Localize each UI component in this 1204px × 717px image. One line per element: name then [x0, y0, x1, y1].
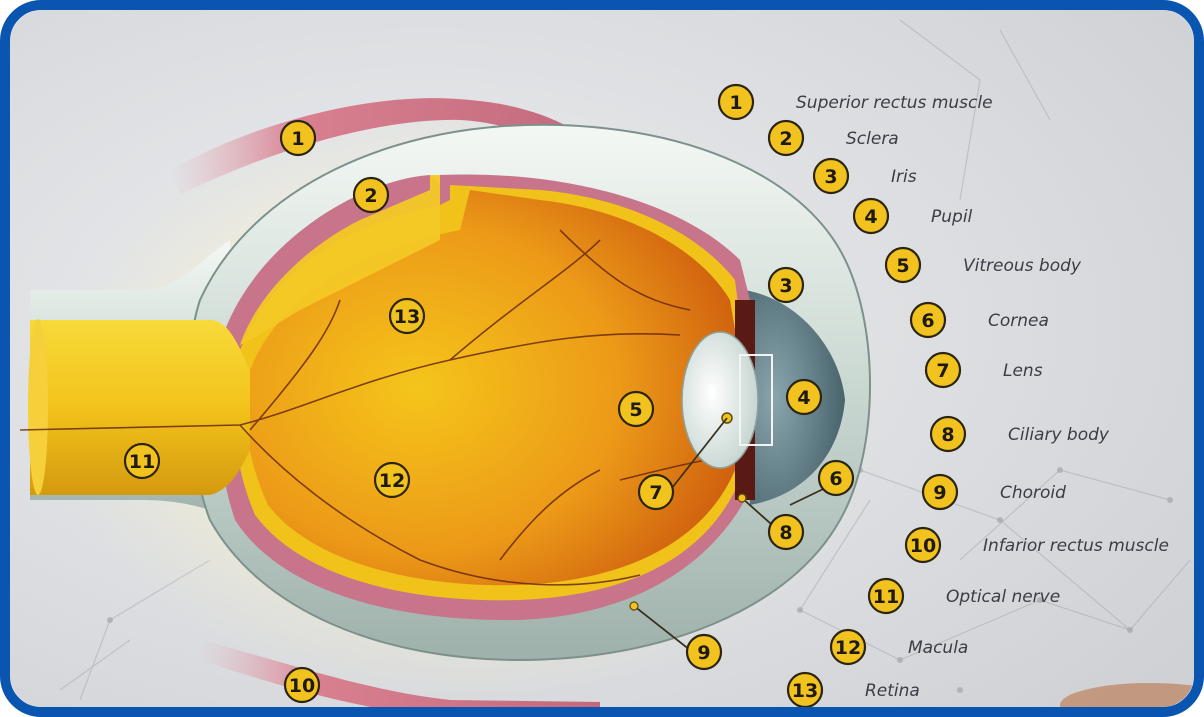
badge-number: 1: [729, 92, 742, 114]
diagram-badge-4: 4: [787, 380, 821, 414]
legend-label-2: Sclera: [846, 129, 899, 149]
badge-number: 3: [779, 275, 792, 297]
choroid-marker: [630, 602, 638, 610]
legend-label-4: Pupil: [931, 207, 973, 227]
badge-number: 8: [779, 522, 792, 544]
legend-badge-5: 5: [886, 248, 920, 282]
legend-label-1: Superior rectus muscle: [796, 93, 993, 113]
badge-number: 9: [697, 642, 710, 664]
badge-number: 13: [792, 680, 818, 702]
legend-label-7: Lens: [1003, 361, 1043, 381]
badge-number: 4: [864, 206, 877, 228]
diagram-badge-9: 9: [687, 635, 721, 669]
badge-number: 10: [910, 535, 936, 557]
diagram-badge-11: 11: [125, 444, 159, 478]
badge-number: 11: [129, 451, 155, 473]
diagram-badge-13: 13: [390, 299, 424, 333]
badge-number: 7: [649, 482, 662, 504]
optic-nerve-end: [28, 319, 48, 495]
diagram-badge-5: 5: [619, 392, 653, 426]
badge-number: 12: [835, 637, 861, 659]
legend-label-10: Infarior rectus muscle: [983, 536, 1169, 556]
badge-number: 13: [394, 306, 420, 328]
badge-number: 2: [364, 185, 377, 207]
legend-label-5: Vitreous body: [963, 256, 1082, 276]
diagram-badge-7: 7: [639, 475, 673, 509]
legend-label-11: Optical nerve: [946, 587, 1060, 607]
badge-number: 7: [936, 360, 949, 382]
badge-number: 12: [379, 470, 405, 492]
legend-badge-7: 7: [926, 353, 960, 387]
legend-label-12: Macula: [908, 638, 968, 658]
badge-number: 6: [921, 310, 934, 332]
diagram-badge-8: 8: [769, 515, 803, 549]
lens: [682, 332, 758, 468]
legend-badge-12: 12: [831, 630, 865, 664]
legend-badge-1: 1: [719, 85, 753, 119]
legend-label-13: Retina: [865, 681, 920, 701]
legend-badge-10: 10: [906, 528, 940, 562]
legend-label-3: Iris: [891, 167, 917, 187]
badge-number: 8: [941, 424, 954, 446]
legend-badge-13: 13: [788, 673, 822, 707]
legend-label-9: Choroid: [1000, 483, 1066, 503]
legend-badge-4: 4: [854, 199, 888, 233]
legend-badge-3: 3: [814, 159, 848, 193]
diagram-badge-2: 2: [354, 178, 388, 212]
badge-number: 5: [629, 399, 642, 421]
badge-number: 5: [896, 255, 909, 277]
legend-badge-2: 2: [769, 121, 803, 155]
diagram-badge-3: 3: [769, 268, 803, 302]
legend-badge-11: 11: [869, 579, 903, 613]
diagram-badge-1: 1: [281, 121, 315, 155]
legend-label-8: Ciliary body: [1008, 425, 1110, 445]
badge-number: 9: [933, 482, 946, 504]
legend-badge-9: 9: [923, 475, 957, 509]
badge-number: 4: [797, 387, 810, 409]
badge-number: 11: [873, 586, 899, 608]
badge-number: 6: [829, 468, 842, 490]
diagram-badge-6: 6: [819, 461, 853, 495]
legend-label-6: Cornea: [988, 311, 1049, 331]
badge-number: 10: [289, 675, 315, 697]
diagram-badge-12: 12: [375, 463, 409, 497]
legend-badge-8: 8: [931, 417, 965, 451]
ciliary-marker: [738, 494, 746, 502]
badge-number: 1: [291, 128, 304, 150]
badge-number: 3: [824, 166, 837, 188]
badge-number: 2: [779, 128, 792, 150]
legend-badge-6: 6: [911, 303, 945, 337]
diagram-badge-10: 10: [285, 668, 319, 702]
